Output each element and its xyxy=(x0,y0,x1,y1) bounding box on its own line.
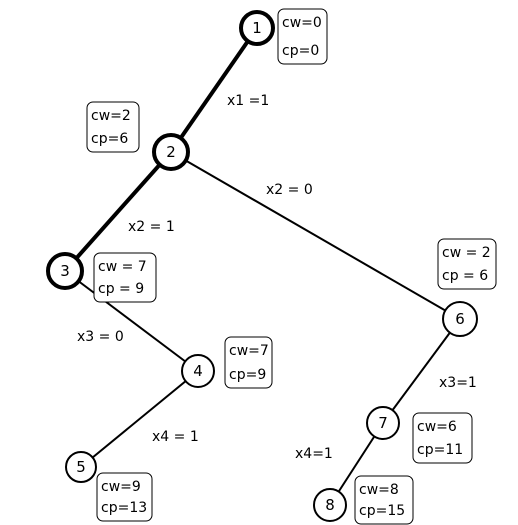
node-3-cw: cw = 7 xyxy=(98,259,147,275)
node-3-cp: cp = 9 xyxy=(98,281,144,297)
node-2-cp: cp=6 xyxy=(91,131,128,147)
edge-3-4 xyxy=(64,270,199,372)
edge-label-3-4: x3 = 0 xyxy=(77,329,124,345)
edge-label-1-2: x1 =1 xyxy=(227,93,269,109)
node-1-label: 1 xyxy=(252,19,262,37)
node-5-label: 5 xyxy=(76,458,86,476)
edge-2-3 xyxy=(63,150,173,273)
node-4-label: 4 xyxy=(193,362,203,380)
node-5-info-box xyxy=(96,472,153,522)
edge-label-6-7: x3=1 xyxy=(439,375,477,391)
node-6-label: 6 xyxy=(455,310,465,328)
node-3-circle xyxy=(46,252,84,290)
node-7-cw: cw=6 xyxy=(417,419,457,435)
edge-6-7 xyxy=(382,318,461,424)
edge-label-2-3: x2 = 1 xyxy=(128,219,175,235)
node-8-info-box xyxy=(354,475,414,525)
node-4-cp: cp=9 xyxy=(229,367,266,383)
node-7-label: 7 xyxy=(378,414,388,432)
node-3-label: 3 xyxy=(60,262,70,280)
node-2-circle xyxy=(152,133,190,171)
node-1-circle xyxy=(239,10,275,46)
node-1-cw: cw=0 xyxy=(282,15,322,31)
node-4-cw: cw=7 xyxy=(229,343,269,359)
edge-label-4-5: x4 = 1 xyxy=(152,429,199,445)
node-8-circle xyxy=(313,488,347,522)
node-6-circle xyxy=(442,301,478,337)
edge-1-2 xyxy=(169,26,259,154)
node-1-cp: cp=0 xyxy=(282,43,319,59)
node-2-info-box xyxy=(86,101,140,153)
node-3-info-box xyxy=(93,252,157,303)
node-4-circle xyxy=(181,354,215,388)
node-8-cw: cw=8 xyxy=(359,482,399,498)
node-4-info-box xyxy=(224,336,273,389)
node-7-info-box xyxy=(412,412,473,464)
node-6-cw: cw = 2 xyxy=(442,245,491,261)
node-5-cw: cw=9 xyxy=(101,479,141,495)
node-2-label: 2 xyxy=(166,143,176,161)
node-7-cp: cp=11 xyxy=(417,442,463,458)
node-1-info-box xyxy=(277,8,328,65)
node-8-label: 8 xyxy=(325,496,335,514)
node-8-cp: cp=15 xyxy=(359,503,405,519)
node-6-info-box xyxy=(437,238,497,290)
node-7-circle xyxy=(366,406,400,440)
edge-2-6 xyxy=(170,151,461,320)
edge-label-7-8: x4=1 xyxy=(295,446,333,462)
edge-label-2-6: x2 = 0 xyxy=(266,182,313,198)
edge-4-5 xyxy=(80,370,199,468)
node-5-cp: cp=13 xyxy=(101,500,147,516)
node-5-circle xyxy=(65,451,97,483)
node-2-cw: cw=2 xyxy=(91,108,131,124)
node-6-cp: cp = 6 xyxy=(442,268,488,284)
